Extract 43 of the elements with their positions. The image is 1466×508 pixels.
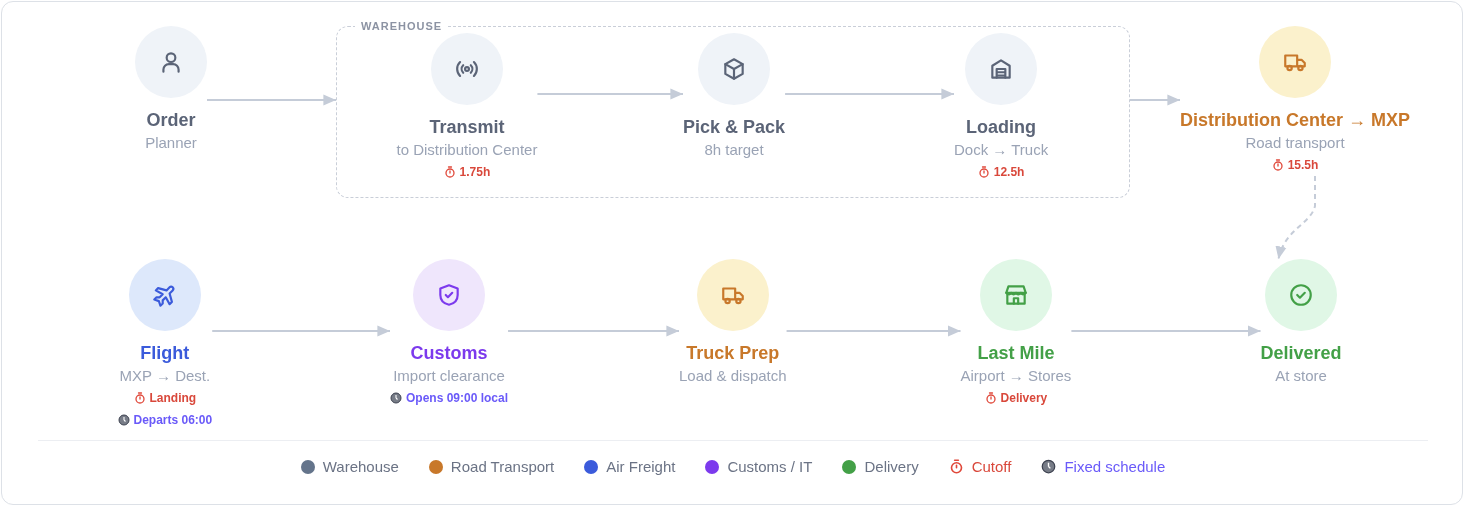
- schedule-note: Opens 09:00 local: [406, 390, 509, 407]
- arrow: [785, 325, 962, 337]
- step-subtitle: 8h target: [704, 140, 764, 160]
- arrow: [211, 325, 391, 337]
- arrow: [536, 88, 684, 100]
- legend-label: Road Transport: [450, 458, 555, 475]
- cutoff-note: 15.5h: [1287, 157, 1319, 174]
- legend-label: Warehouse: [322, 458, 399, 475]
- step-subtitle: Airport → Stores: [960, 366, 1072, 386]
- step-title: Truck Prep: [686, 342, 780, 365]
- legend-label: Delivery: [864, 458, 919, 475]
- step-subtitle: MXP → Dest.: [119, 366, 211, 386]
- step-subtitle: Load & dispatch: [679, 366, 787, 386]
- step-subtitle: At store: [1275, 366, 1327, 386]
- legend-label: Fixed schedule: [1064, 458, 1166, 475]
- cutoff-note: Delivery: [1000, 390, 1048, 407]
- cutoff-note: Landing: [149, 390, 197, 407]
- dashed-arrow: [1276, 175, 1316, 260]
- step-title: Delivered: [1260, 342, 1342, 365]
- step-subtitle: to Distribution Center: [396, 140, 538, 160]
- arrow: [1129, 94, 1181, 106]
- step-title: Pick & Pack: [683, 116, 786, 139]
- legend-label: Customs / IT: [727, 458, 813, 475]
- arrow: [206, 94, 337, 106]
- step-subtitle: Planner: [145, 133, 197, 153]
- cutoff-note: 1.75h: [459, 164, 491, 181]
- arrow: [507, 325, 680, 337]
- step-subtitle: Road transport: [1245, 133, 1345, 153]
- schedule-note: Departs 06:00: [133, 412, 213, 429]
- arrow: [784, 88, 955, 100]
- step-title: Flight: [140, 342, 190, 365]
- arrow: [1070, 325, 1262, 337]
- legend-label: Cutoff: [971, 458, 1012, 475]
- step-title: Distribution Center → MXP: [1180, 109, 1410, 132]
- cutoff-note: 12.5h: [993, 164, 1025, 181]
- step-title: Order: [146, 109, 196, 132]
- step-subtitle: Import clearance: [393, 366, 505, 386]
- step-title: Loading: [966, 116, 1037, 139]
- step-subtitle: Dock → Truck: [954, 140, 1049, 160]
- legend-label: Air Freight: [606, 458, 676, 475]
- step-title: Last Mile: [977, 342, 1055, 365]
- step-title: Customs: [410, 342, 488, 365]
- step-title: Transmit: [429, 116, 505, 139]
